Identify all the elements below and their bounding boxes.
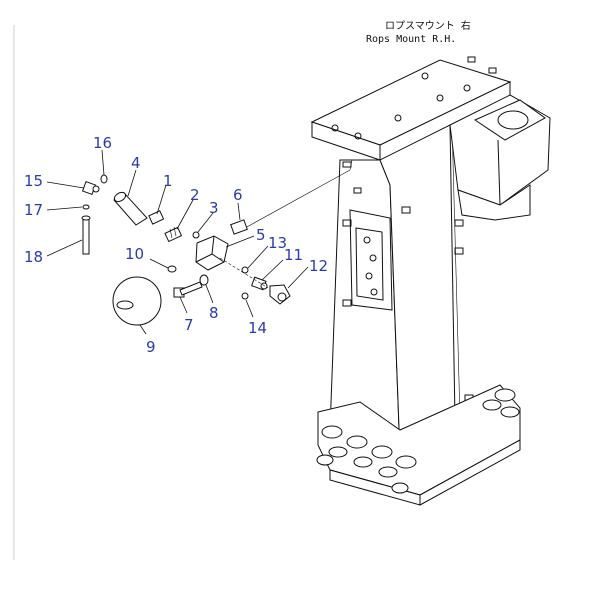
callout-18: 18 (24, 248, 43, 266)
part-1-connector (148, 210, 165, 225)
part-16-o-ring (100, 174, 108, 184)
part-12-elbow (269, 284, 291, 305)
part-8-washer (199, 274, 209, 286)
part-2-spring (164, 226, 183, 243)
title-jp: ロプスマウント 右 (385, 19, 471, 32)
callout-17: 17 (24, 201, 43, 219)
flange-bolt-heads (316, 388, 520, 494)
callout-7: 7 (184, 316, 194, 334)
part-15-elbow-fitting (81, 180, 100, 196)
part-14-o-ring (241, 292, 249, 300)
callout-8: 8 (209, 304, 219, 322)
callout-labels: 1 2 3 4 5 6 7 8 9 10 11 12 13 14 15 16 1… (24, 134, 328, 356)
callout-4: 4 (131, 154, 141, 172)
callout-5: 5 (256, 226, 266, 244)
part-6-plug (230, 219, 248, 235)
part-4-hose-sleeve (113, 191, 148, 226)
part-11-fitting (251, 276, 268, 291)
part-17-o-ring (82, 204, 90, 210)
part-10-o-ring (167, 265, 177, 273)
callout-3: 3 (209, 199, 219, 217)
callout-6: 6 (233, 186, 243, 204)
callout-10: 10 (125, 245, 144, 263)
part-18-pipe (81, 215, 91, 255)
callout-13: 13 (268, 234, 287, 252)
rops-mount-structure (244, 56, 551, 506)
part-7-bolt (173, 281, 203, 298)
part-3-o-ring (192, 231, 200, 239)
callout-14: 14 (248, 319, 267, 337)
callout-9: 9 (146, 338, 156, 356)
callout-15: 15 (24, 172, 43, 190)
part-5-valve-body (195, 235, 229, 271)
callout-12: 12 (309, 257, 328, 275)
callout-16: 16 (93, 134, 112, 152)
part-13-o-ring (241, 266, 249, 274)
leader-lines (46, 149, 309, 335)
part-9-ball-knob (112, 276, 162, 326)
callout-11: 11 (284, 246, 303, 264)
callout-2: 2 (190, 186, 200, 204)
parts (81, 174, 291, 326)
callout-1: 1 (163, 172, 173, 190)
title-en: Rops Mount R.H. (366, 34, 456, 45)
